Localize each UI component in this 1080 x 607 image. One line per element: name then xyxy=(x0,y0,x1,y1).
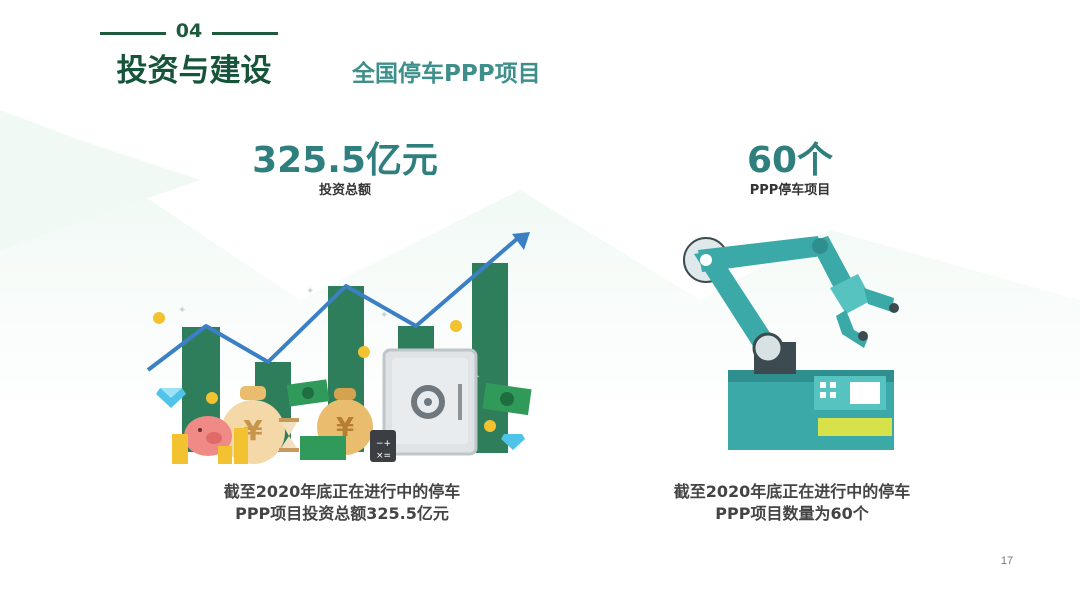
robotic-arm-illustration xyxy=(683,236,899,450)
coin-icon xyxy=(206,392,218,404)
coin-stack-icon xyxy=(172,428,248,464)
project-count-stat: 60个 PPP停车项目 xyxy=(700,140,880,200)
project-count-caption-line1: 截至2020年底正在进行中的停车 xyxy=(673,482,911,501)
diamond-icon xyxy=(156,388,186,408)
svg-text:−+: −+ xyxy=(376,439,391,449)
calculator-icon: −+ ×= xyxy=(370,430,396,462)
section-number-line-right xyxy=(212,32,278,35)
currency-glyph: ¥ xyxy=(336,413,354,443)
project-count-label: PPP停车项目 xyxy=(749,183,831,198)
coin-icon xyxy=(358,346,370,358)
svg-text:×=: ×= xyxy=(376,451,391,461)
investment-caption-line2: PPP项目投资总额325.5亿元 xyxy=(235,504,449,523)
project-count-value: 60个 xyxy=(746,140,834,181)
section-number-text: 04 xyxy=(175,20,203,42)
section-title: 投资与建设 xyxy=(116,53,272,89)
investment-stat: 325.5亿元 投资总额 xyxy=(230,140,460,200)
section-number-line-left xyxy=(100,32,166,35)
investment-caption-line1: 截至2020年底正在进行中的停车 xyxy=(223,482,461,501)
cash-icon xyxy=(286,379,346,460)
coin-icon xyxy=(153,312,165,324)
project-count-caption: 截至2020年底正在进行中的停车 PPP项目数量为60个 xyxy=(632,481,952,525)
investment-caption: 截至2020年底正在进行中的停车 PPP项目投资总额325.5亿元 xyxy=(186,481,498,525)
finance-growth-illustration: ✦ ✦ ✦ ✦ ¥ ¥ xyxy=(146,232,532,464)
control-panel-icon xyxy=(814,376,892,436)
safe-icon xyxy=(382,348,478,456)
investment-total-label: 投资总额 xyxy=(318,183,371,198)
svg-text:✦: ✦ xyxy=(380,310,388,321)
project-count-caption-line2: PPP项目数量为60个 xyxy=(715,504,869,523)
page-number: 17 xyxy=(1000,555,1014,567)
investment-total-value: 325.5亿元 xyxy=(252,140,438,181)
coin-icon xyxy=(484,420,496,432)
page-subtitle: 全国停车PPP项目 xyxy=(352,61,541,87)
svg-text:✦: ✦ xyxy=(306,286,314,297)
gripper-icon xyxy=(830,274,899,348)
cash-icon xyxy=(482,382,532,416)
currency-glyph: ¥ xyxy=(243,414,263,447)
coin-icon xyxy=(450,320,462,332)
diamond-icon xyxy=(501,434,525,450)
svg-text:✦: ✦ xyxy=(178,305,186,316)
hourglass-icon xyxy=(279,418,299,452)
section-number: 04 xyxy=(100,20,278,44)
growth-arrow-icon xyxy=(146,232,530,372)
